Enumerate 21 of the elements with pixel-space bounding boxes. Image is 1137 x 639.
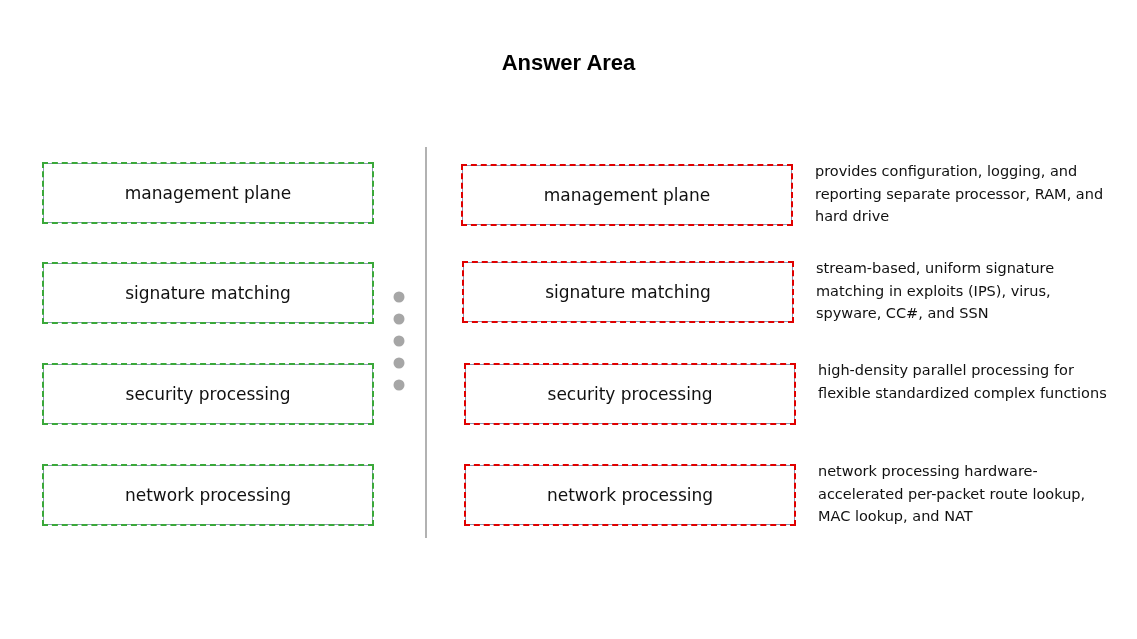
box-label: signature matching (125, 283, 291, 303)
answer-box (43, 364, 373, 424)
description-text: provides configuration, logging, and reporting separate processor, RAM, and hard drive (815, 162, 1105, 226)
box-label: signature matching (545, 282, 711, 302)
box-label: network processing (124, 485, 292, 505)
answer-box (465, 465, 795, 525)
answer-box (465, 364, 795, 424)
box-label: security processing (547, 384, 713, 404)
title: Answer Area (500, 50, 637, 76)
box-label: security processing (125, 384, 291, 404)
answer-box (463, 262, 793, 322)
answer-box (43, 465, 373, 525)
description-text: network processing hardware-accelerated per-packet route lookup, MAC lookup, and NAT (818, 462, 1087, 526)
description-text: stream-based, uniform signature matching in exploits (IPS), virus, spyware, CC#, and SSN (816, 259, 1056, 323)
answer-box (43, 263, 373, 323)
answer-box (462, 165, 792, 225)
box-label: network processing (546, 485, 714, 505)
box-label: management plane (124, 183, 292, 203)
box-label: management plane (543, 185, 711, 205)
description-text: high-density parallel processing for flexible standardized complex functions (818, 361, 1108, 403)
answer-box (43, 163, 373, 223)
